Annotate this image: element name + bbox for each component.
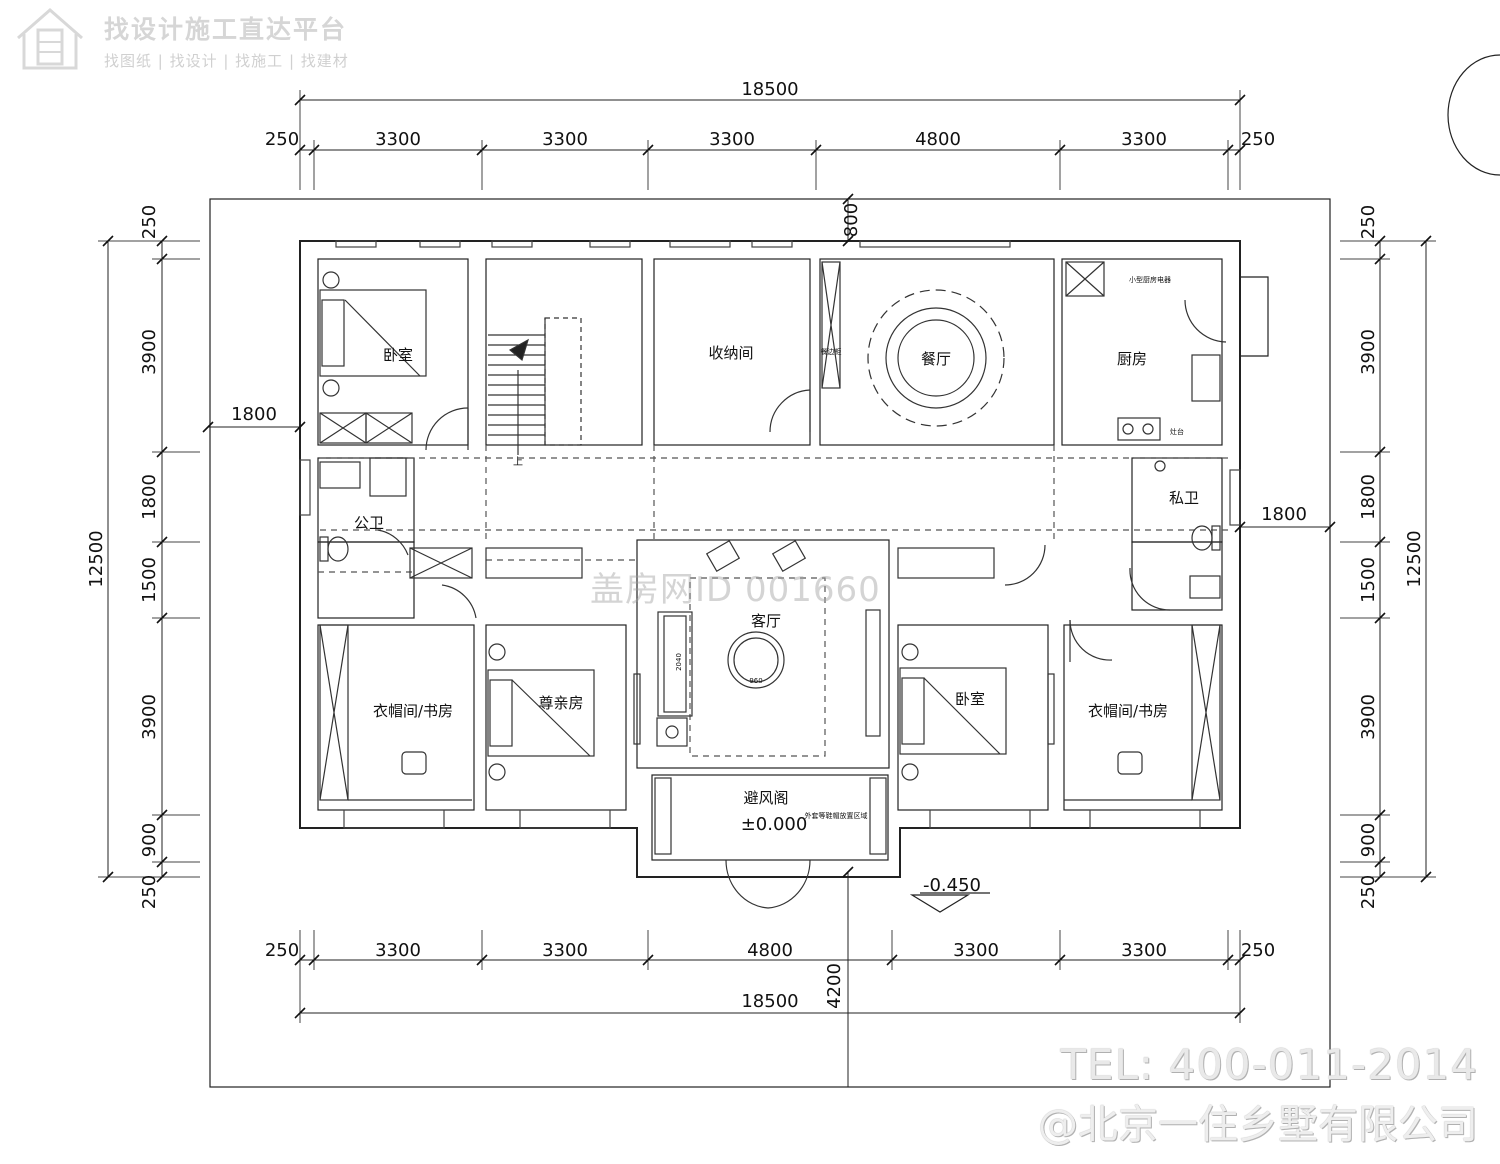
brand-subtitle: 找图纸 | 找设计 | 找施工 | 找建材: [104, 52, 349, 70]
entry-storage-note: 外套等鞋帽放置区域: [805, 811, 868, 820]
company-name: @北京一住乡墅有限公司: [1038, 1102, 1478, 1148]
room-kitchen: 厨房: [1117, 350, 1147, 368]
bed-elder: [487, 643, 595, 781]
bed-se: [899, 643, 1007, 781]
vestibule-wall: [651, 774, 889, 861]
room-elder: 尊亲房: [538, 694, 583, 712]
left-edge-top-dim: 250: [139, 205, 160, 239]
kitchen-appliance-note: 小型厨房电器: [1129, 275, 1171, 284]
kitchen-fixtures: [1065, 261, 1221, 441]
dining-table: [867, 289, 1005, 427]
left-row-3-dim: 1500: [139, 557, 160, 603]
top-bay-5-dim: 3300: [1121, 129, 1167, 150]
top-bay-3-dim: 3300: [709, 129, 755, 150]
right-row-4-dim: 3900: [1358, 694, 1379, 740]
stove-note: 灶台: [1170, 427, 1184, 436]
contact-tel: TEL: 400-011-2014: [1060, 1040, 1478, 1089]
bottom-bay-2-dim: 3300: [542, 940, 588, 961]
left-row-5-dim: 900: [139, 823, 160, 857]
wc-fixtures: [319, 457, 1221, 599]
floor-level: ±0.000: [741, 814, 808, 835]
room-closet-sw: 衣帽间/书房: [373, 702, 453, 720]
bed-nw: [319, 271, 427, 397]
right-edge-top-dim: 250: [1358, 205, 1379, 239]
elder-room-wall: [485, 624, 627, 811]
bottom-bay-4-dim: 3300: [953, 940, 999, 961]
room-public-wc: 公卫: [354, 514, 384, 532]
left-overall-dim: 12500: [86, 530, 107, 587]
bottom-bay-5-dim: 3300: [1121, 940, 1167, 961]
right-row-1-dim: 3900: [1358, 329, 1379, 375]
public-wc-lower: [317, 541, 415, 619]
outside-level: -0.450: [923, 875, 981, 896]
bottom-edge-left-dim: 250: [265, 940, 299, 961]
left-row-1-dim: 3900: [139, 329, 160, 375]
room-closet-se: 衣帽间/书房: [1088, 702, 1168, 720]
stair-treads: [488, 317, 582, 455]
watermark: 盖房网ID 001660: [590, 570, 881, 610]
left-edge-bottom-dim: 250: [139, 875, 160, 909]
house-logo-icon: [17, 8, 83, 70]
bottom-edge-right-dim: 250: [1241, 940, 1275, 961]
bottom-overall-dim: 18500: [741, 991, 798, 1012]
dining-wall: [819, 258, 1055, 446]
door-swings: [377, 299, 1227, 909]
table-diameter-note: 960: [749, 677, 762, 685]
room-living: 客厅: [751, 612, 781, 630]
stair-wall: [485, 258, 643, 446]
private-wc-lower: [1131, 541, 1223, 611]
top-edge-right-dim: 250: [1241, 129, 1275, 150]
top-overall-dim: 18500: [741, 79, 798, 100]
right-edge-bottom-dim: 250: [1358, 875, 1379, 909]
room-bedroom-nw: 卧室: [383, 346, 413, 364]
top-bay-2-dim: 3300: [542, 129, 588, 150]
top-bay-4-dim: 4800: [915, 129, 961, 150]
level-marker-icon: [909, 894, 971, 913]
storage-wall: [653, 258, 811, 446]
kitchen-wall: [1061, 258, 1223, 446]
bedroom-nw-wall: [317, 258, 469, 446]
room-vestibule: 避风阁: [743, 789, 788, 807]
bottom-bay-3-dim: 4800: [747, 940, 793, 961]
site-boundary: [209, 198, 1331, 1088]
wardrobes: [319, 261, 1221, 855]
right-row-2-dim: 1800: [1358, 474, 1379, 520]
right-row-3-dim: 1500: [1358, 557, 1379, 603]
top-edge-left-dim: 250: [265, 129, 299, 150]
room-dining: 餐厅: [921, 350, 951, 368]
compass-arc: [1447, 54, 1500, 176]
top-bay-1-dim: 3300: [375, 129, 421, 150]
bottom-bay-1-dim: 3300: [375, 940, 421, 961]
room-private-wc: 私卫: [1169, 489, 1199, 507]
living-furniture: [633, 540, 1055, 747]
living-wall: [636, 539, 890, 769]
sofa-length-note: 2040: [675, 653, 683, 671]
left-row-4-dim: 3900: [139, 694, 160, 740]
top-notch-dim: 800: [841, 203, 862, 237]
stair-up-mark: 上: [513, 456, 523, 468]
outer-wall: [299, 240, 1241, 878]
bedroom-se-wall: [897, 624, 1049, 811]
left-offset-dim: 1800: [231, 404, 277, 425]
kitchen-bay: [1240, 276, 1269, 357]
cabinet-note: 餐边柜: [821, 347, 842, 356]
right-overall-dim: 12500: [1404, 530, 1425, 587]
right-row-5-dim: 900: [1358, 823, 1379, 857]
left-row-2-dim: 1800: [139, 474, 160, 520]
bottom-depth-dim: 4200: [824, 963, 845, 1009]
room-storage: 收纳间: [708, 344, 753, 362]
right-offset-dim: 1800: [1261, 504, 1307, 525]
brand-title: 找设计施工直达平台: [104, 15, 348, 44]
room-bedroom-se: 卧室: [955, 690, 985, 708]
